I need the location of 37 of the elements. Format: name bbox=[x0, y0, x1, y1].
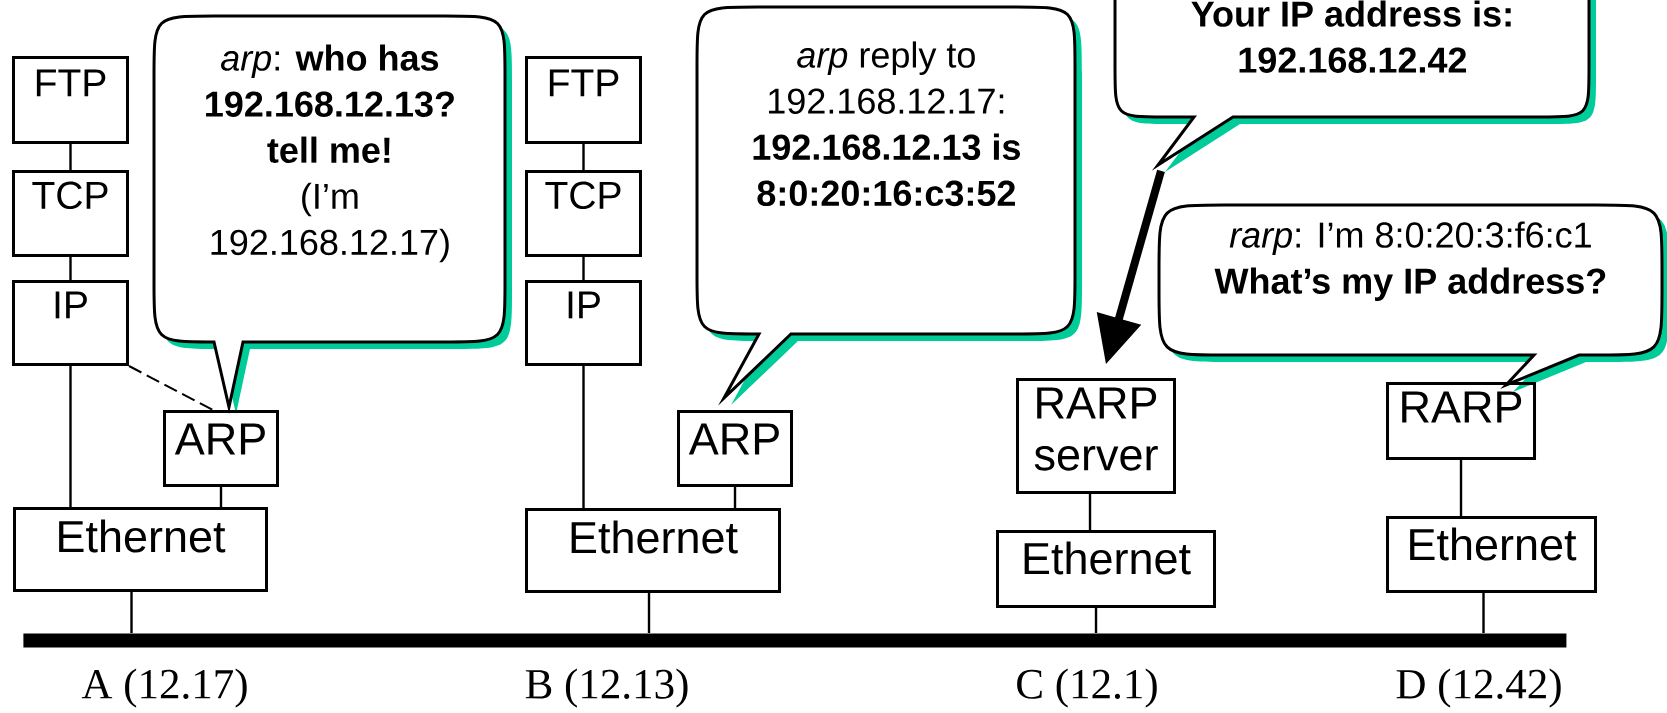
connector-line bbox=[582, 366, 585, 508]
protocol-box: RARP server bbox=[1016, 378, 1176, 494]
connector-line bbox=[1088, 494, 1092, 530]
host-label: B (12.13) bbox=[525, 668, 688, 708]
speech-bubble: arp: who has 192.168.12.13? tell me! (I’m 192.168.12.17) bbox=[152, 14, 512, 414]
protocol-box: FTP bbox=[525, 56, 642, 144]
connector-line bbox=[1482, 593, 1485, 633]
connector-line bbox=[69, 366, 72, 507]
protocol-box: RARP bbox=[1386, 382, 1536, 460]
connector-line bbox=[582, 257, 585, 280]
speech-bubble: Your IP address is: 192.168.12.42 bbox=[1113, 0, 1596, 172]
host-label: A (12.17) bbox=[81, 668, 247, 708]
dashed-line bbox=[128, 365, 214, 411]
protocol-box: FTP bbox=[12, 56, 129, 144]
protocol-box: Ethernet bbox=[525, 508, 781, 593]
protocol-box: ARP bbox=[163, 410, 279, 487]
connector-line bbox=[1094, 608, 1098, 633]
connector-line bbox=[647, 593, 651, 633]
connector-line bbox=[733, 487, 737, 508]
connector-line bbox=[69, 144, 72, 170]
protocol-box: ARP bbox=[677, 410, 793, 487]
protocol-box: Ethernet bbox=[13, 507, 268, 592]
connector-line bbox=[582, 144, 585, 170]
connector-line bbox=[219, 487, 223, 507]
protocol-box: Ethernet bbox=[1386, 516, 1597, 593]
protocol-box: TCP bbox=[12, 170, 129, 257]
connector-line bbox=[130, 592, 133, 633]
protocol-box: IP bbox=[525, 280, 642, 366]
connector-line bbox=[69, 257, 72, 280]
host-label: D (12.42) bbox=[1396, 668, 1561, 708]
speech-bubble: rarp: I’m 8:0:20:3:f6:c1 What’s my IP address? bbox=[1157, 203, 1667, 392]
protocol-box: IP bbox=[12, 280, 129, 366]
protocol-box: Ethernet bbox=[996, 530, 1216, 608]
network-bus bbox=[23, 633, 1567, 648]
host-label: C (12.1) bbox=[1017, 668, 1157, 708]
protocol-box: TCP bbox=[525, 170, 642, 257]
connector-line bbox=[1459, 460, 1463, 516]
